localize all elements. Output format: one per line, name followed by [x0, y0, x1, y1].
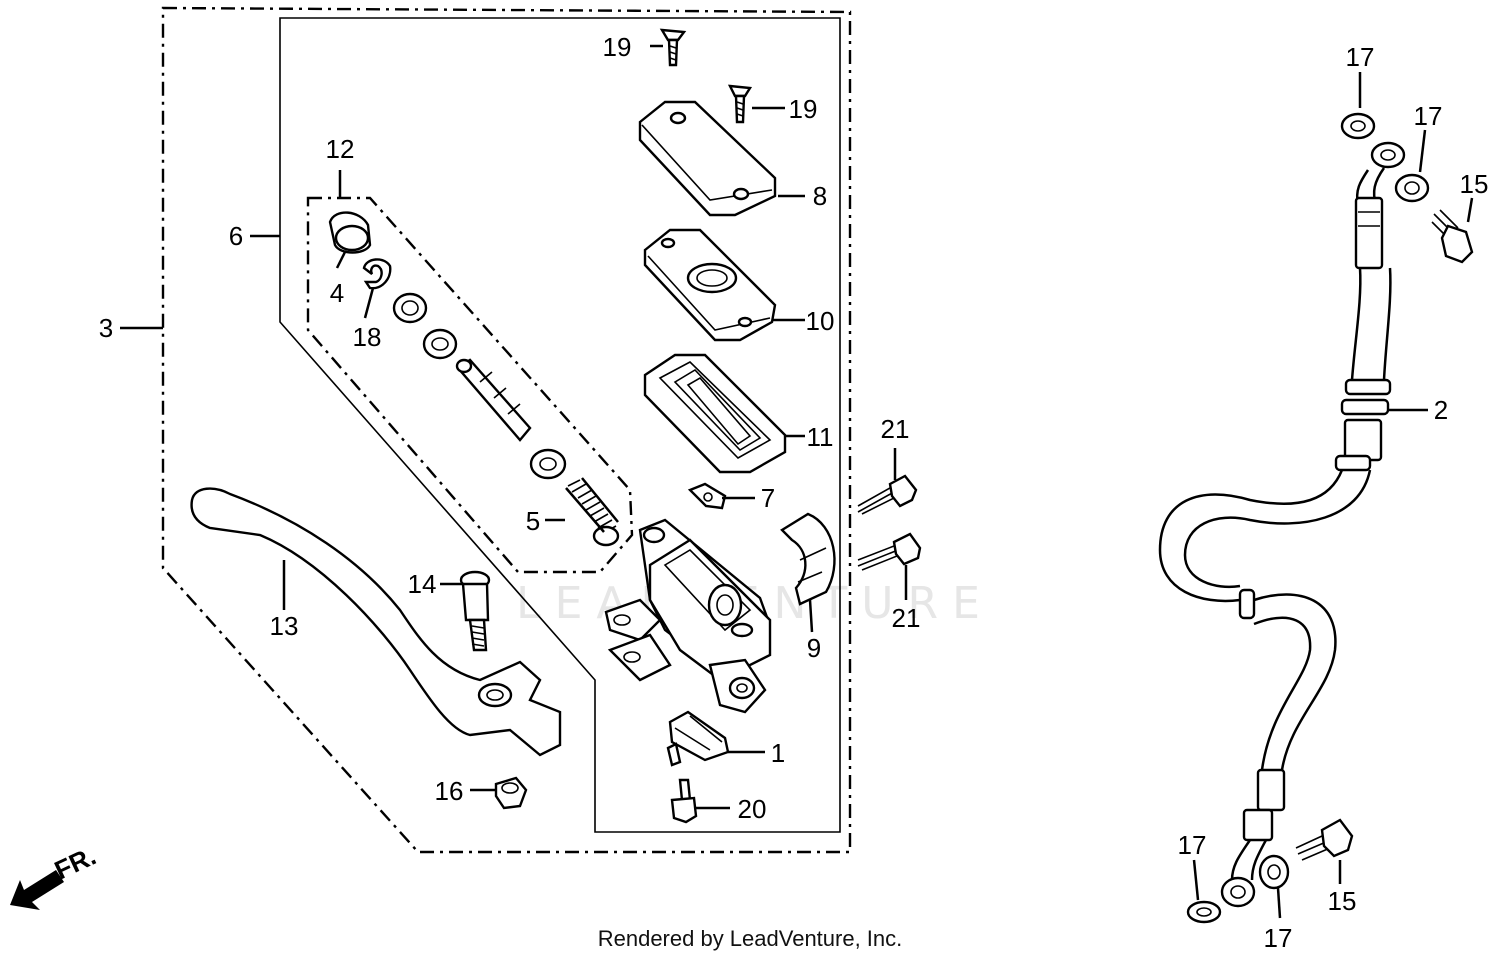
cup-seal [422, 328, 458, 360]
screw-19-right [727, 84, 753, 124]
front-direction-arrow: FR. [10, 841, 101, 910]
brake-hose-2 [1158, 141, 1406, 908]
diaphragm-plate-10 [643, 228, 777, 342]
callout-20: 20 [738, 794, 767, 824]
washer-17-b [1394, 173, 1430, 203]
callout-13: 13 [270, 611, 299, 641]
callout-5: 5 [526, 506, 540, 536]
callout-2: 2 [1434, 395, 1448, 425]
diaphragm-11 [643, 353, 787, 474]
callout-18: 18 [353, 322, 382, 352]
callout-17-upper-right: 17 [1414, 101, 1443, 131]
callout-19-top: 19 [603, 32, 632, 62]
nut-16 [494, 776, 528, 810]
callout-8: 8 [813, 181, 827, 211]
reservoir-cap-8 [638, 100, 777, 217]
callout-3: 3 [99, 313, 113, 343]
bolt-21-upper [857, 474, 918, 515]
callout-11: 11 [807, 422, 834, 452]
screw-19-top [659, 28, 687, 67]
callout-12: 12 [326, 134, 355, 164]
brake-switch-1 [666, 710, 730, 767]
callout-15-lower: 15 [1328, 886, 1357, 916]
washer-17-a [1340, 112, 1376, 140]
callout-4: 4 [330, 278, 344, 308]
screw-20 [670, 778, 698, 824]
callout-17-lower-left: 17 [1178, 830, 1207, 860]
render-credit: Rendered by LeadVenture, Inc. [597, 926, 903, 951]
callout-14: 14 [408, 569, 437, 599]
bolt-21-lower [857, 532, 922, 571]
callout-15-upper: 15 [1460, 169, 1489, 199]
seal-ring [392, 292, 428, 324]
washer-17-d [1258, 854, 1290, 890]
callout-10: 10 [806, 306, 835, 336]
master-cylinder-body [604, 518, 772, 714]
bolt-15-lower [1295, 818, 1354, 861]
callout-16: 16 [435, 776, 464, 806]
callout-17-top: 17 [1346, 42, 1375, 72]
callout-19-right: 19 [789, 94, 818, 124]
secondary-cup [529, 448, 567, 480]
bolt-15-upper [1431, 209, 1474, 264]
callout-1: 1 [771, 738, 785, 768]
piston [455, 358, 532, 442]
washer-17-c [1186, 900, 1222, 924]
brake-lever-13 [190, 487, 562, 757]
assembly-outline-6 [279, 17, 841, 833]
clip-7 [687, 482, 727, 510]
callout-21-upper: 21 [881, 414, 910, 444]
callout-6: 6 [229, 221, 243, 251]
callout-9: 9 [807, 633, 821, 663]
holder-9 [780, 512, 836, 606]
boot-4 [328, 211, 372, 254]
callout-21-lower: 21 [892, 603, 921, 633]
pivot-bolt-14 [459, 570, 491, 652]
callout-17-bottom: 17 [1264, 923, 1293, 953]
leader-lines [120, 44, 1474, 919]
callout-7: 7 [761, 483, 775, 513]
circlip-18 [362, 258, 392, 290]
assembly-outline-3 [161, 6, 852, 854]
spring-5 [565, 477, 620, 547]
piston-kit-outline-12 [306, 196, 634, 574]
